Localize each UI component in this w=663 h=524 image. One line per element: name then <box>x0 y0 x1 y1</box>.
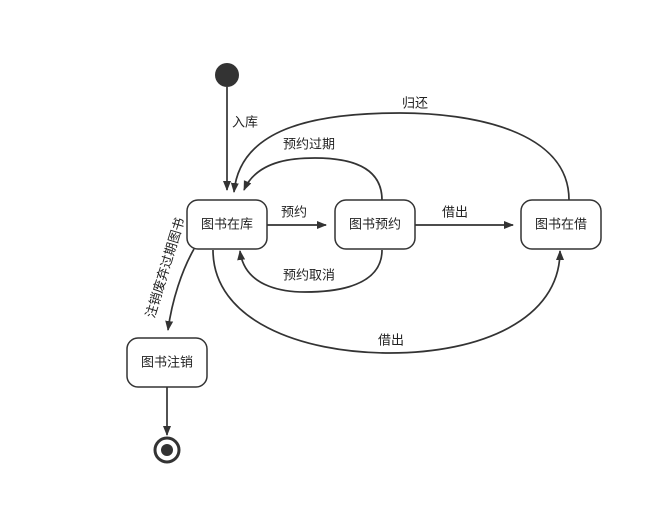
label-return: 归还 <box>402 97 428 112</box>
state-reserved: 图书预约 <box>334 199 416 250</box>
label-stock-in: 入库 <box>232 115 258 131</box>
edge-return <box>230 112 570 201</box>
label-borrow-from-stock: 借出 <box>378 334 404 349</box>
label-cancel-reservation: 预约取消 <box>283 269 335 284</box>
edge-reservation-expired <box>243 157 383 201</box>
edge-borrow-from-stock <box>212 249 564 354</box>
state-borrowed: 图书在借 <box>520 199 602 250</box>
final-state-dot <box>161 444 173 456</box>
state-reserved-label: 图书预约 <box>349 218 401 233</box>
edge-cancel-reservation <box>237 249 383 293</box>
state-borrowed-label: 图书在借 <box>535 218 587 233</box>
edge-deregister <box>165 248 195 331</box>
label-deregister: 注销废弃过期图书 <box>143 216 189 320</box>
state-cancelled: 图书注销 <box>126 337 208 388</box>
label-reserve: 预约 <box>281 206 307 221</box>
state-cancelled-label: 图书注销 <box>141 356 193 371</box>
initial-state <box>215 63 239 87</box>
label-reservation-expired: 预约过期 <box>283 138 335 153</box>
state-in-stock-label: 图书在库 <box>201 217 253 233</box>
state-in-stock: 图书在库 <box>186 199 268 250</box>
label-borrow-from-reserved: 借出 <box>442 206 468 221</box>
